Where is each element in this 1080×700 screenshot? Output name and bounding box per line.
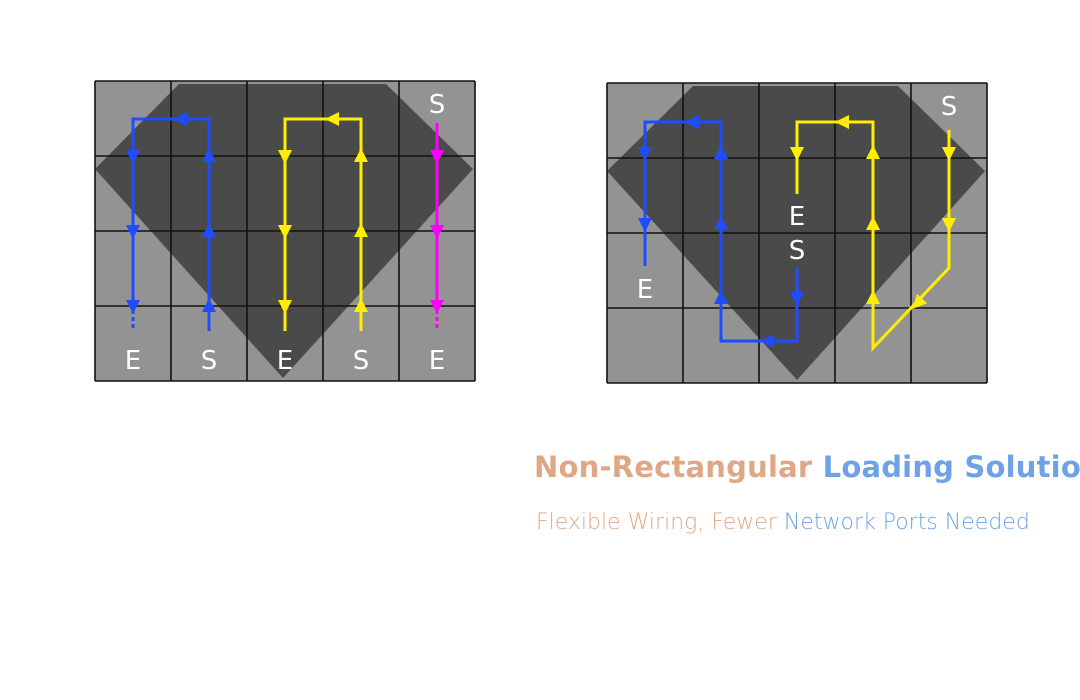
direction-arrow-icon bbox=[638, 218, 652, 232]
direction-arrow-icon bbox=[638, 147, 652, 161]
headline-part-1: Non-Rectangular bbox=[534, 450, 813, 484]
direction-arrow-icon bbox=[202, 148, 216, 162]
rectangular-wiring-diagram: E S E S S E bbox=[94, 80, 476, 382]
start-label: S bbox=[941, 92, 958, 122]
direction-arrow-icon bbox=[325, 112, 339, 126]
end-label: E bbox=[429, 346, 445, 376]
direction-arrow-icon bbox=[866, 216, 880, 230]
grid-lines bbox=[606, 82, 988, 384]
direction-arrow-icon bbox=[866, 145, 880, 159]
direction-arrow-icon bbox=[126, 225, 140, 239]
direction-arrow-icon bbox=[173, 112, 187, 126]
direction-arrow-icon bbox=[126, 300, 140, 314]
start-label: S bbox=[429, 90, 446, 120]
direction-arrow-icon bbox=[714, 145, 728, 159]
start-label: S bbox=[201, 346, 218, 376]
direction-arrow-icon bbox=[126, 150, 140, 164]
direction-arrow-icon bbox=[714, 216, 728, 230]
subheadline-part-1: Flexible Wiring, Fewer bbox=[536, 510, 777, 535]
direction-arrow-icon bbox=[430, 150, 444, 164]
direction-arrow-icon bbox=[354, 148, 368, 162]
headline-part-2: Loading Solution bbox=[822, 450, 1080, 484]
direction-arrow-icon bbox=[278, 225, 292, 239]
direction-arrow-icon bbox=[202, 223, 216, 237]
yellow-wiring-path bbox=[795, 120, 951, 352]
subheadline: Flexible Wiring, Fewer Network Ports Nee… bbox=[536, 510, 1030, 535]
direction-arrow-icon bbox=[430, 225, 444, 239]
direction-arrow-icon bbox=[430, 300, 444, 314]
non-rectangular-wiring-diagram: E E S S bbox=[606, 82, 988, 384]
end-label: E bbox=[637, 275, 653, 305]
end-label: E bbox=[125, 346, 141, 376]
direction-arrows bbox=[126, 112, 444, 314]
direction-arrow-icon bbox=[714, 290, 728, 304]
headline: Non-Rectangular Loading Solution bbox=[534, 450, 1080, 484]
direction-arrow-icon bbox=[835, 115, 849, 129]
subheadline-part-2: Network Ports Needed bbox=[783, 510, 1030, 535]
direction-arrows bbox=[638, 115, 956, 348]
direction-arrow-icon bbox=[912, 293, 928, 309]
direction-arrow-icon bbox=[278, 150, 292, 164]
direction-arrow-icon bbox=[685, 115, 699, 129]
direction-arrow-icon bbox=[354, 223, 368, 237]
end-label: E bbox=[277, 346, 293, 376]
end-label: E bbox=[789, 202, 805, 232]
direction-arrow-icon bbox=[790, 147, 804, 161]
blue-wiring-path bbox=[643, 120, 799, 343]
direction-arrow-icon bbox=[760, 334, 774, 348]
direction-arrow-icon bbox=[202, 298, 216, 312]
direction-arrow-icon bbox=[790, 292, 804, 306]
direction-arrow-icon bbox=[354, 298, 368, 312]
start-label: S bbox=[353, 346, 370, 376]
direction-arrow-icon bbox=[278, 300, 292, 314]
direction-arrow-icon bbox=[942, 147, 956, 161]
direction-arrow-icon bbox=[942, 218, 956, 232]
direction-arrow-icon bbox=[866, 290, 880, 304]
start-label: S bbox=[789, 236, 806, 266]
